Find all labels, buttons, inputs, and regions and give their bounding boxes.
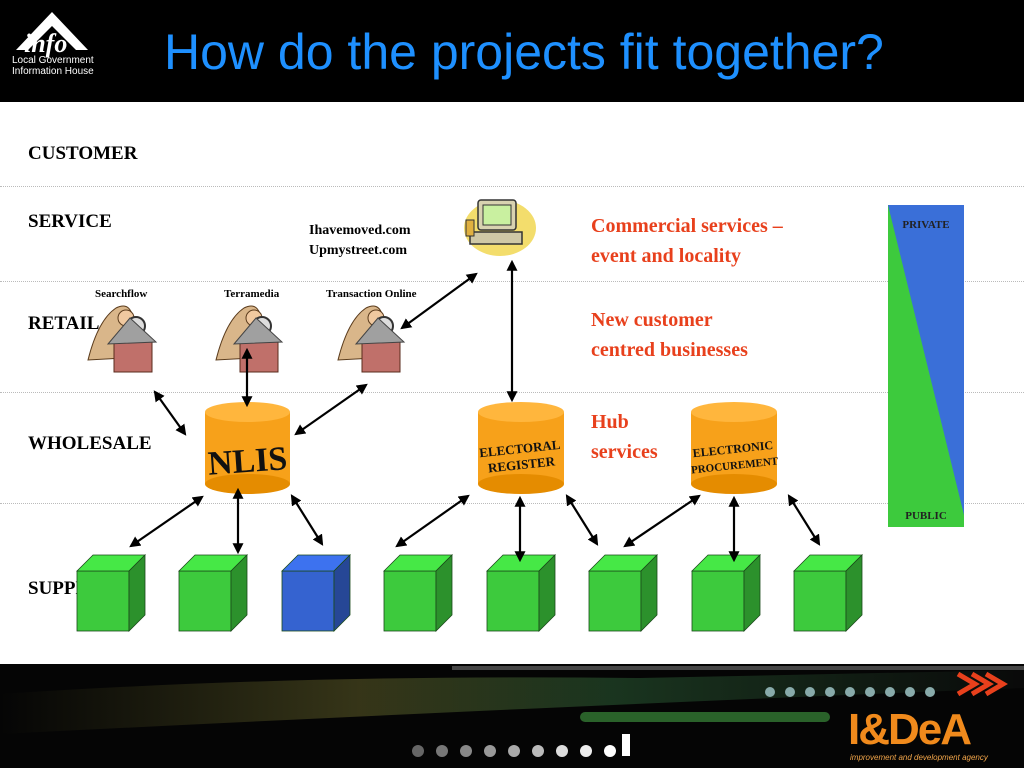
arrow-searchflow-nlis xyxy=(153,390,187,436)
supplier-cube xyxy=(588,554,658,632)
chevron-right-icon xyxy=(984,671,1008,697)
chevron-right-icon xyxy=(956,671,980,697)
retail-label-terramedia: Terramedia xyxy=(224,288,280,300)
connection-arrows xyxy=(129,259,821,563)
footer-bar: I&DeA improvement and development agency xyxy=(0,664,1024,768)
public-private-bar xyxy=(888,205,964,527)
service-sites: Ihavemoved.com Upmystreet.com xyxy=(309,221,411,261)
electronic-procurement-hub: ELECTRONIC PROCUREMENT xyxy=(691,402,779,494)
annotation-commercial: Commercial services – event and locality xyxy=(591,215,783,267)
bar-label-private: PRIVATE xyxy=(902,219,950,231)
header-bar: info Local Government Information House … xyxy=(0,0,1024,102)
supplier-cube xyxy=(486,554,556,632)
arrow-transaction-nlis xyxy=(294,383,368,436)
logo-line2: Information House xyxy=(12,66,94,77)
retail-agent-searchflow-icon xyxy=(87,305,158,373)
electoral-register-hub: ELECTORAL REGISTER xyxy=(478,402,564,494)
layer-divider xyxy=(0,503,1024,504)
arrow-customer-retail xyxy=(400,272,478,330)
chevron-right-icon xyxy=(970,671,994,697)
logo-caption: Local Government Information House xyxy=(12,55,94,77)
retail-agent-terramedia-icon xyxy=(215,305,284,373)
supplier-cube xyxy=(281,554,351,632)
footer-dots xyxy=(412,687,935,757)
page-title: How do the projects fit together? xyxy=(164,24,884,80)
annotation-new-customer: New customer centred businesses xyxy=(591,309,748,361)
arrow-procurement-supplier6 xyxy=(623,494,701,548)
supplier-cube xyxy=(76,554,146,632)
logo-brand: info xyxy=(24,29,67,58)
footer-graphic: I&DeA improvement and development agency xyxy=(0,664,1024,768)
logo-line1: Local Government xyxy=(12,55,94,66)
arrow-procurement-supplier8 xyxy=(787,494,821,546)
layer-customer: CUSTOMER xyxy=(28,143,138,164)
supplier-cube xyxy=(383,554,453,632)
arrow-electoral-supplier6 xyxy=(565,494,599,546)
layer-retail: RETAIL xyxy=(28,313,100,334)
bar-label-public: PUBLIC xyxy=(905,510,947,522)
supplier-cube xyxy=(691,554,761,632)
supplier-cube xyxy=(793,554,863,632)
layer-service: SERVICE xyxy=(28,211,112,232)
layer-wholesale: WHOLESALE xyxy=(28,433,152,454)
site-upmystreet: Upmystreet.com xyxy=(309,243,408,258)
retail-agent-transaction-online-icon xyxy=(337,305,406,373)
site-ihavemoved: Ihavemoved.com xyxy=(309,223,411,238)
lgih-logo: info xyxy=(8,8,108,88)
layer-divider xyxy=(0,186,1024,187)
retail-label-transaction-online: Transaction Online xyxy=(326,288,417,300)
annotation-hub: Hub services xyxy=(591,411,658,463)
arrow-electoral-supplier4 xyxy=(395,494,470,548)
computer-icon xyxy=(464,199,536,256)
nlis-hub: NLIS xyxy=(205,402,290,494)
arrow-nlis-supplier1 xyxy=(129,495,204,548)
retail-label-searchflow: Searchflow xyxy=(95,288,148,300)
supplier-cube xyxy=(178,554,248,632)
idea-logo-tagline: improvement and development agency xyxy=(850,753,989,762)
house-roof-icon: info xyxy=(16,12,88,58)
arrow-nlis-supplier3 xyxy=(290,494,324,546)
nlis-label: NLIS xyxy=(207,440,289,482)
electoral-label-line2: REGISTER xyxy=(487,453,556,475)
idea-logo-text: I&DeA xyxy=(848,705,971,754)
supplier-cubes xyxy=(76,554,863,632)
